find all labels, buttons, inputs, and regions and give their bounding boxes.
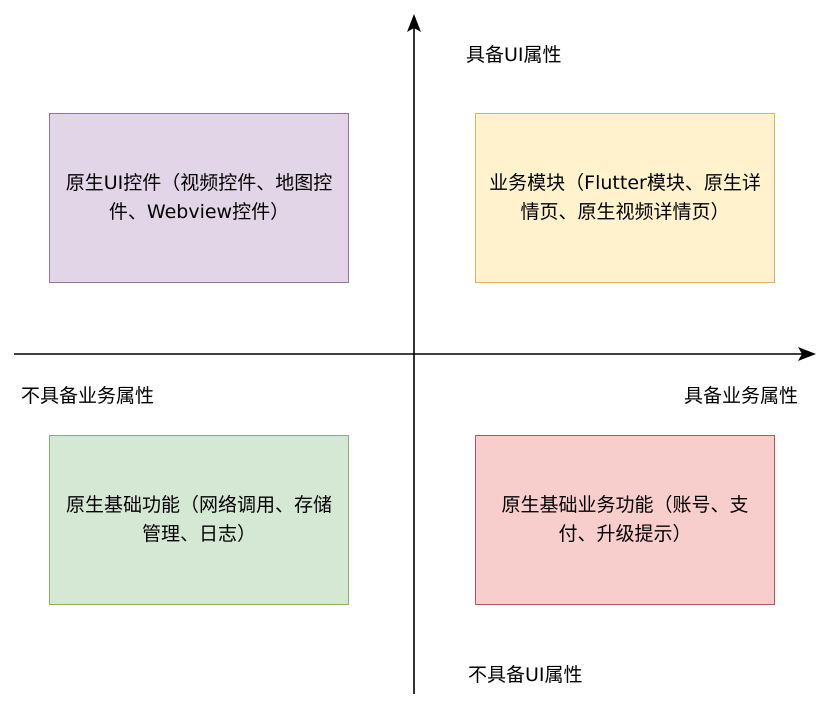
- x-axis-left-label: 不具备业务属性: [21, 385, 155, 407]
- y-axis-top-label: 具备UI属性: [466, 44, 562, 66]
- quadrant-bottom-right-text: 原生基础业务功能（账号、支付、升级提示）: [501, 494, 749, 545]
- y-axis-arrowhead: [407, 14, 421, 32]
- quadrant-top-right-box: 业务模块（Flutter模块、原生详情页、原生视频详情页）: [475, 113, 775, 283]
- quadrant-bottom-left-text: 原生基础功能（网络调用、存储管理、日志）: [65, 494, 332, 545]
- quadrant-bottom-right-box: 原生基础业务功能（账号、支付、升级提示）: [475, 435, 775, 605]
- quadrant-top-left-text: 原生UI控件（视频控件、地图控件、Webview控件）: [65, 172, 333, 223]
- x-axis-arrowhead: [798, 347, 816, 361]
- quadrant-bottom-left-box: 原生基础功能（网络调用、存储管理、日志）: [49, 435, 349, 605]
- quadrant-top-right-text: 业务模块（Flutter模块、原生详情页、原生视频详情页）: [489, 172, 761, 223]
- y-axis-bottom-label: 不具备UI属性: [468, 664, 583, 686]
- quadrant-top-left-box: 原生UI控件（视频控件、地图控件、Webview控件）: [49, 113, 349, 283]
- x-axis-right-label: 具备业务属性: [684, 385, 799, 407]
